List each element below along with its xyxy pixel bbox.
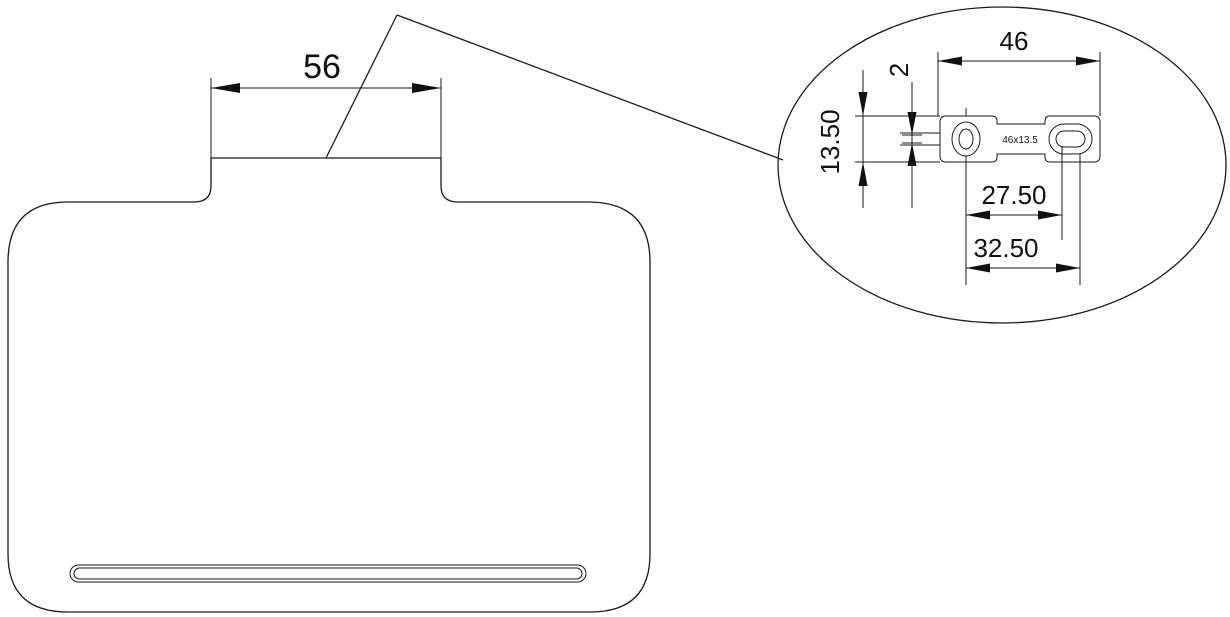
terminal-hole-right-outer [1048, 123, 1093, 155]
detail-view: 46x13.5 46 13.50 [777, 6, 1227, 324]
dim-label-2: 2 [884, 63, 914, 77]
dim-label-32-50: 32.50 [973, 233, 1038, 263]
bottom-slot-inner [73, 567, 583, 580]
detail-circle [777, 6, 1227, 324]
dimension-2: 2 [884, 63, 922, 208]
dim-label-27-50: 27.50 [981, 180, 1046, 210]
dim-arrow-left [211, 83, 240, 93]
battery-body [7, 157, 651, 613]
terminal-hole-left-inner [958, 128, 974, 150]
dimension-27-50: 27.50 [965, 147, 1063, 285]
dim-arrow-right [412, 83, 441, 93]
detail-callout-leader [325, 14, 784, 161]
battery-outline [7, 157, 651, 613]
dim-label-56: 56 [303, 48, 341, 86]
terminal-plate-label: 46x13.5 [1002, 135, 1038, 146]
dimension-13-50: 13.50 [815, 70, 940, 208]
dimension-46: 46 [937, 26, 1101, 116]
terminal-hole-left-outer [951, 121, 981, 157]
dimension-32-50: 32.50 [966, 154, 1081, 285]
dim-label-46: 46 [1000, 26, 1029, 56]
terminal-hole-right-inner [1055, 130, 1086, 148]
terminal-plate [939, 115, 1101, 163]
dim-label-13-50: 13.50 [815, 109, 845, 174]
bottom-slot-outer [69, 564, 587, 583]
dimension-56: 56 [210, 48, 442, 158]
